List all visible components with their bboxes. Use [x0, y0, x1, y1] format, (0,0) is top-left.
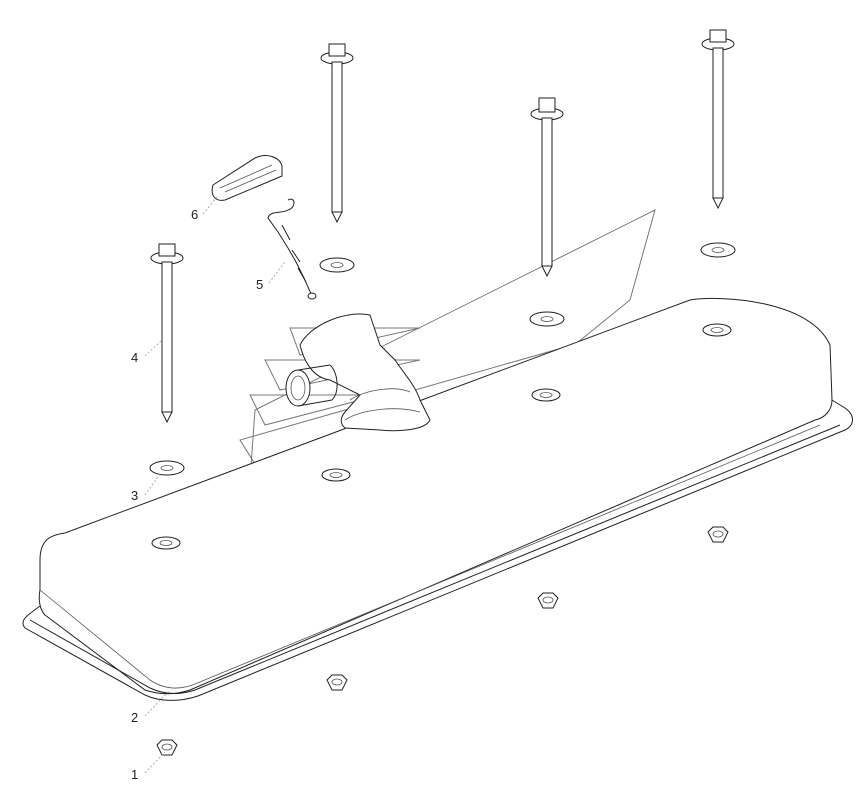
- bolt-center-right: [530, 97, 564, 278]
- valve-cover: [22, 297, 853, 701]
- nuts: [156, 526, 729, 756]
- callout-4: 4: [131, 350, 138, 365]
- oil-filler-cap: [211, 155, 283, 201]
- bolt-4-left: [150, 243, 184, 424]
- washers: [149, 242, 736, 476]
- callout-5: 5: [256, 277, 263, 292]
- leader-lines: [144, 195, 286, 774]
- callout-2: 2: [131, 710, 138, 725]
- callout-6: 6: [191, 207, 198, 222]
- bolt-right: [701, 29, 735, 210]
- breather-outlet: [285, 313, 431, 432]
- callout-3: 3: [131, 488, 138, 503]
- retaining-wire: [267, 198, 317, 300]
- callout-1: 1: [131, 767, 138, 782]
- cover-grommets: [151, 323, 732, 550]
- bolt-center-left: [320, 43, 354, 224]
